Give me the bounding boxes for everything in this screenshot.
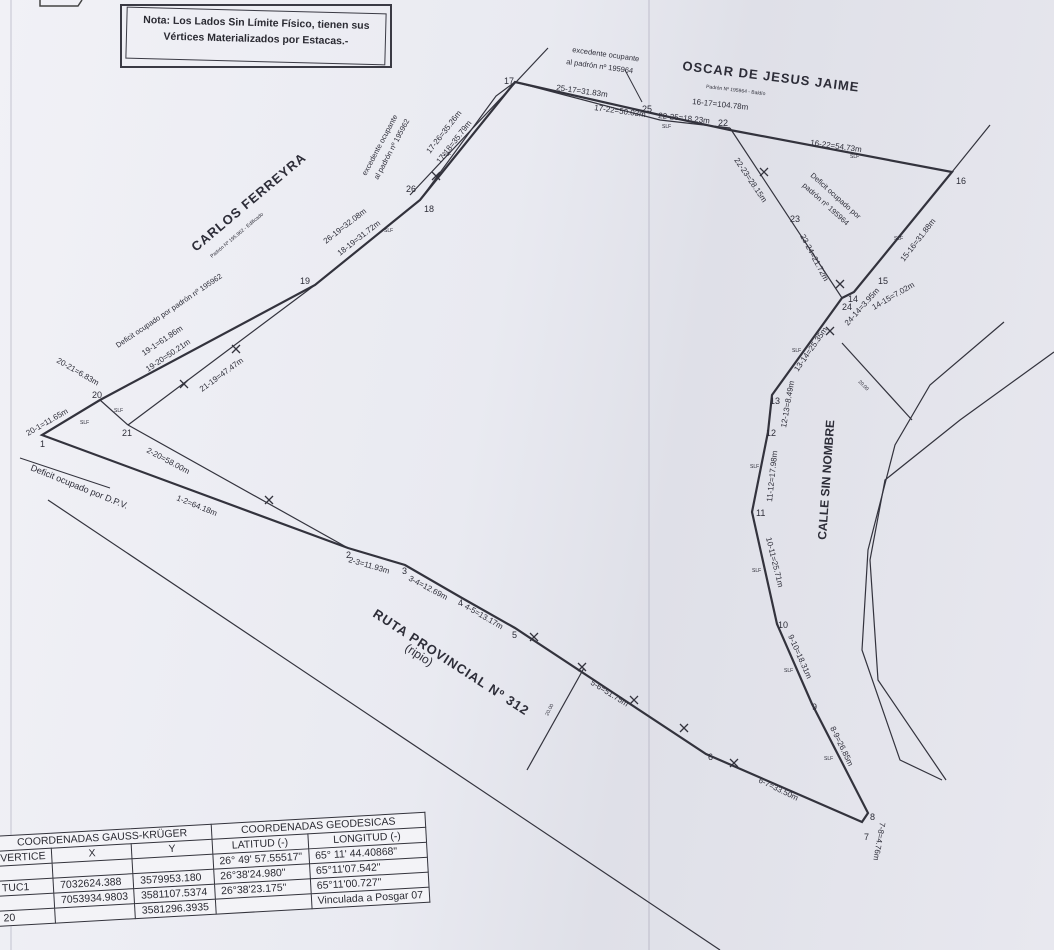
side-label-12-13: 12-13=8.49m xyxy=(779,380,796,429)
vertex-3: 3 xyxy=(402,566,407,576)
estaca-mark xyxy=(629,695,639,705)
vertex-16: 16 xyxy=(956,176,966,186)
estaca-mark xyxy=(835,279,845,289)
estaca-mark xyxy=(679,723,689,733)
owner-carlos-label: CARLOS FERREYRA xyxy=(188,150,309,255)
excedente-leader xyxy=(409,47,549,196)
side-label-6-7: 6-7=33.50m xyxy=(757,776,800,803)
vertex-24: 24 xyxy=(842,302,852,312)
calle-edge-west xyxy=(861,321,1005,781)
vertex-25: 25 xyxy=(642,104,652,114)
vertex-2: 2 xyxy=(346,550,351,560)
parcel-boundary xyxy=(39,80,955,824)
estaca-mark xyxy=(231,344,241,354)
slf-label: SLF xyxy=(894,236,903,242)
estaca-mark xyxy=(729,758,739,768)
owner-oscar-padron: Padrón Nº 195964 - Baldío xyxy=(706,84,766,97)
side-label-16-22: 16-22=54.73m xyxy=(810,138,863,154)
paper-fold-line xyxy=(648,0,650,950)
note-box: Nota: Los Lados Sin Límite Físico, tiene… xyxy=(120,4,392,68)
ruta-width-value: 20.00 xyxy=(544,703,555,717)
slf-label: SLF xyxy=(750,464,759,470)
calle-edge-east xyxy=(869,351,1054,781)
side-label-2-20: 2-20=58.00m xyxy=(145,446,191,476)
vertex-22: 22 xyxy=(718,118,728,128)
vertex-6: 6 xyxy=(708,752,713,762)
estaca-mark xyxy=(179,379,189,389)
side-20-1 xyxy=(41,399,101,436)
vertex-5: 5 xyxy=(512,630,517,640)
side-label-11-12: 11-12=17.98m xyxy=(765,450,779,502)
ruta-width-line xyxy=(526,667,585,771)
vertex-11: 11 xyxy=(756,508,765,518)
side-2-20 xyxy=(127,424,349,549)
vertex-23: 23 xyxy=(790,214,800,224)
vertex-13: 13 xyxy=(770,396,780,406)
estaca-mark xyxy=(529,632,539,642)
estaca-mark xyxy=(577,662,587,672)
vertex-19: 19 xyxy=(300,276,310,286)
side-label-7-8: 7-8=4.76m xyxy=(871,822,887,862)
side-21-19 xyxy=(127,284,316,426)
ruta-edge-south xyxy=(47,499,721,950)
slf-label: SLF xyxy=(752,568,761,574)
vertex-9: 9 xyxy=(812,702,817,712)
calle-width-line xyxy=(841,342,913,421)
vertex-10: 10 xyxy=(778,620,788,630)
vertex-12: 12 xyxy=(766,428,776,438)
side-22-23 xyxy=(729,127,843,299)
estaca-marks xyxy=(179,167,845,768)
deficit-dpv-label: Deficit ocupado por D.P.V. xyxy=(29,463,129,511)
side-label-21-19: 21-19=47.47m xyxy=(198,356,245,394)
slf-label: SLF xyxy=(824,756,833,762)
side-label-16-17: 16-17=104.78m xyxy=(692,97,749,112)
side-label-4-5: 4-5=13.17m xyxy=(463,602,505,631)
slf-label: SLF xyxy=(850,154,859,160)
estaca-mark xyxy=(825,326,835,336)
corner-mark xyxy=(39,0,83,7)
vertex-17: 17 xyxy=(504,76,514,86)
vertex-7: 7 xyxy=(864,832,869,842)
boundary-extension xyxy=(951,124,991,173)
vertex-20: 20 xyxy=(92,390,102,400)
slf-label: SLF xyxy=(792,348,801,354)
excedente-pointer xyxy=(624,69,643,103)
slf-label: SLF xyxy=(442,152,451,158)
side-label-22-23: 22-23=28.15m xyxy=(732,156,769,204)
estaca-mark xyxy=(431,171,441,181)
vertex-21: 21 xyxy=(122,428,132,438)
vertex-14: 14 xyxy=(848,294,858,304)
slf-label: SLF xyxy=(784,668,793,674)
side-label-23-24: 23-24=21.72m xyxy=(798,233,830,283)
side-20-21 xyxy=(99,399,129,426)
vertex-1: 1 xyxy=(40,439,45,449)
side-17-22 xyxy=(514,81,731,129)
paper-fold-line xyxy=(10,0,12,950)
side-label-15-16: 15-16=31.88m xyxy=(898,217,937,264)
vertex-26: 26 xyxy=(406,184,416,194)
vertex-4: 4 xyxy=(458,598,463,608)
calle-width-value: 20.00 xyxy=(857,379,870,392)
slf-label: SLF xyxy=(662,124,671,130)
vertex-18: 18 xyxy=(424,204,434,214)
road-edge xyxy=(19,457,111,489)
slf-label: SLF xyxy=(384,228,393,234)
slf-label: SLF xyxy=(80,420,89,426)
side-label-5-6: 5-6=51.75m xyxy=(589,678,630,709)
side-label-20-21: 20-21=6.83m xyxy=(55,356,101,388)
vertex-15: 15 xyxy=(878,276,888,286)
calle-label: CALLE SIN NOMBRE xyxy=(815,420,837,541)
cell-vertice: 20 xyxy=(0,908,56,927)
side-18-19 xyxy=(314,81,516,286)
estaca-mark xyxy=(264,495,274,505)
estaca-mark xyxy=(759,167,769,177)
slf-label: SLF xyxy=(114,408,123,414)
vertex-8: 8 xyxy=(870,812,875,822)
